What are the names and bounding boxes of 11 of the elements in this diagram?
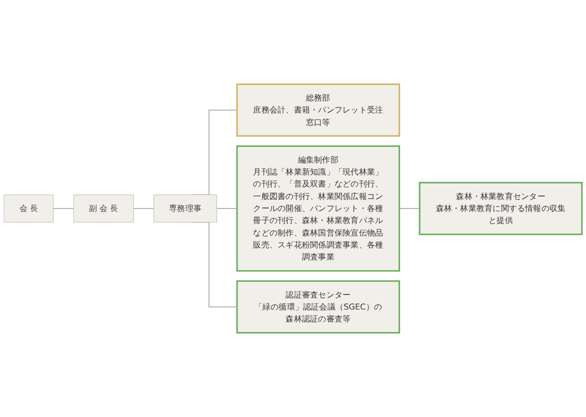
connector bbox=[134, 208, 154, 209]
connector bbox=[216, 208, 238, 209]
node-box: 専務理事 bbox=[154, 194, 217, 222]
node-box: 認証審査センター 「緑の循環」認証会議（SGEC）の森林認証の審査等 bbox=[236, 280, 400, 334]
connector bbox=[53, 208, 74, 209]
connector bbox=[399, 208, 420, 209]
node-box: 会 長 bbox=[4, 194, 54, 222]
node-box: 総務部 庶務会計、書籍・パンフレット受注窓口等 bbox=[236, 83, 400, 137]
node-box: 森林・林業教育センター 森林・林業教育に関する情報の収集と提供 bbox=[418, 182, 583, 236]
node-box: 編集制作部 月刊誌「林業新知識」「現代林業」の刊行、「普及双書」などの刊行、一般図書の刊行、林業関係広報コンクールの開催、パンフレット・各種冊子の刊行、森林・林業教育パネルなどの制作、森林国営保険宣伝物品販売、スギ花粉関係調査事業、各種調査事業 bbox=[236, 145, 400, 272]
node-box: 副 会 長 bbox=[73, 194, 134, 222]
